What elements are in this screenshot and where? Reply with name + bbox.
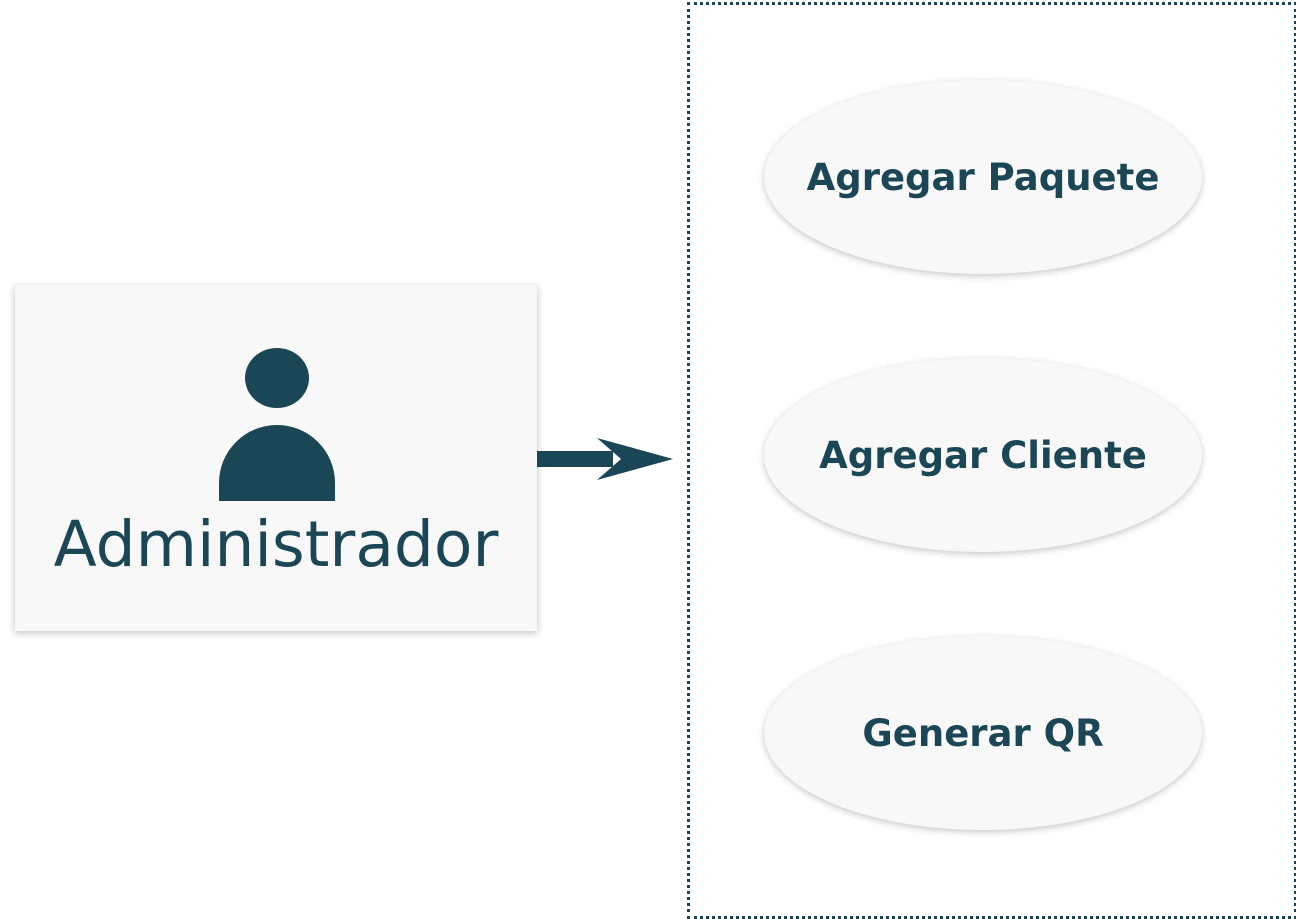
arrow-right-icon: [537, 438, 673, 480]
usecase-label: Agregar Paquete: [806, 155, 1160, 199]
usecase-label: Agregar Cliente: [819, 433, 1147, 477]
usecase-agregar-cliente[interactable]: Agregar Cliente: [764, 358, 1202, 552]
usecase-generar-qr[interactable]: Generar QR: [764, 636, 1202, 830]
user-icon: [219, 348, 335, 501]
usecase-agregar-paquete[interactable]: Agregar Paquete: [764, 80, 1202, 274]
usecase-label: Generar QR: [862, 711, 1104, 755]
actor-administrador[interactable]: Administrador: [15, 285, 537, 631]
actor-label: Administrador: [53, 508, 499, 581]
